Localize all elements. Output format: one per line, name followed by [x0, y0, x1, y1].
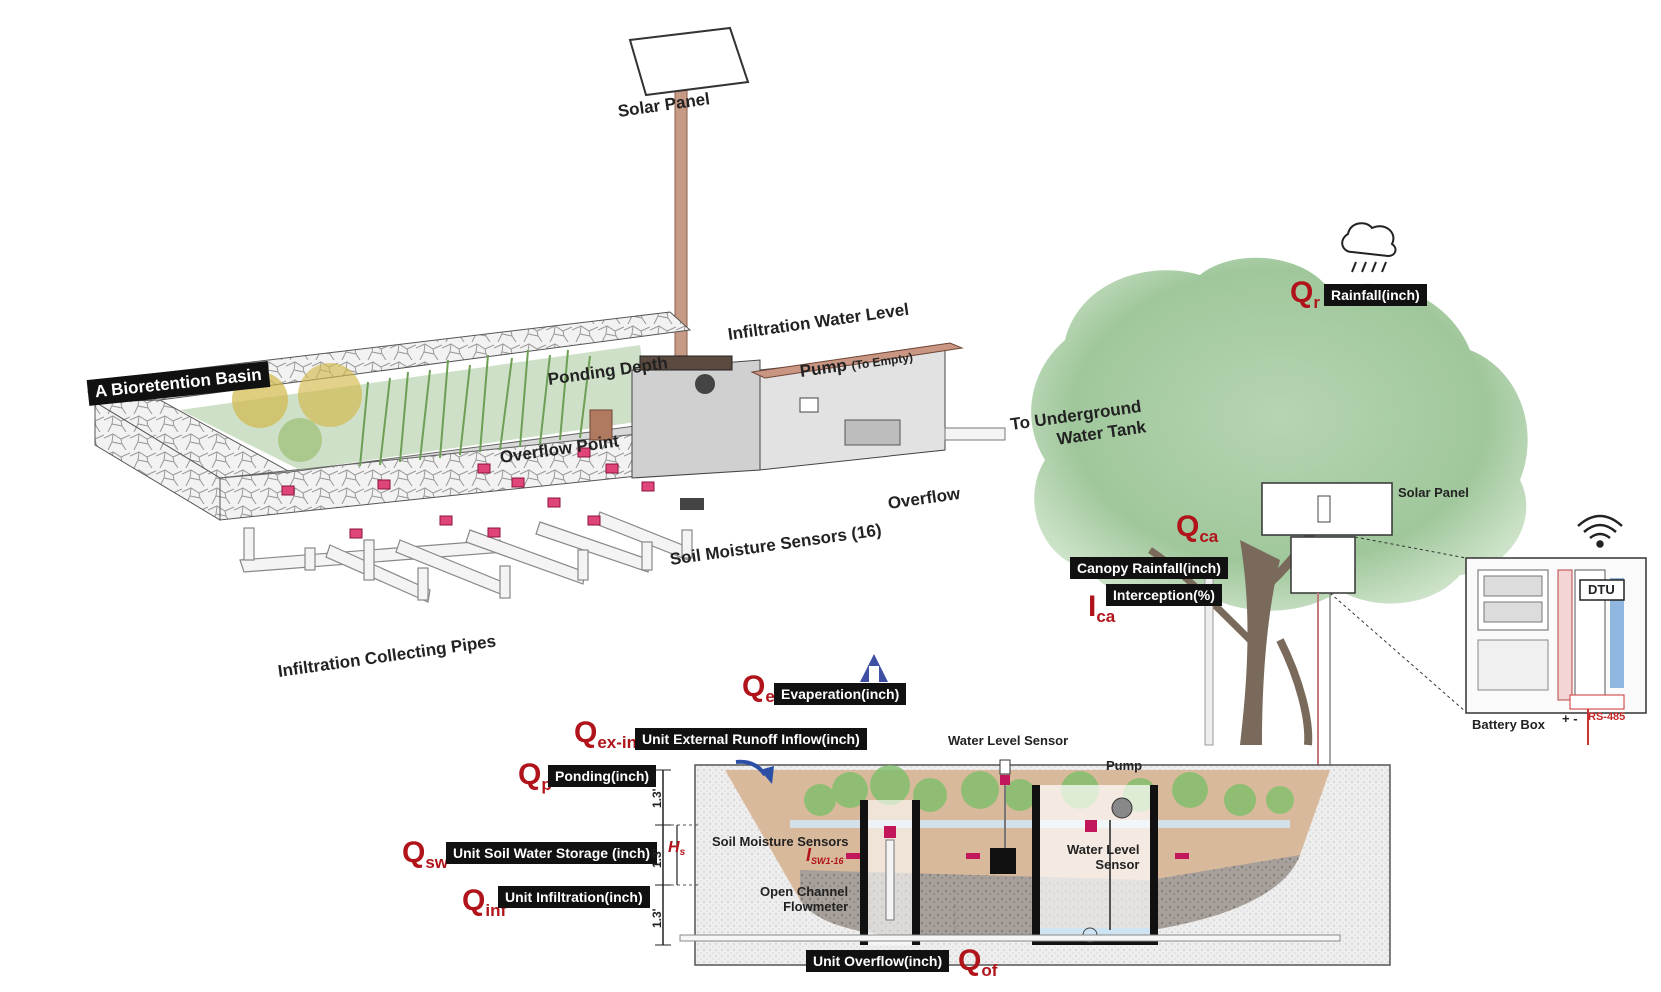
water-level-line1: Water Level	[1067, 842, 1140, 857]
ponding-tag: Ponding(inch)	[548, 765, 657, 787]
external-runoff-tag: Unit External Runoff Inflow(inch)	[635, 728, 867, 750]
q-of-sub: of	[981, 961, 998, 980]
q-rain: Qr	[1290, 276, 1320, 312]
open-channel-line1: Open Channel	[760, 884, 849, 899]
q-canopy-symbol: Q	[1176, 510, 1200, 543]
q-sw-symbol: Q	[402, 836, 426, 869]
q-exin: Qex-in	[574, 716, 638, 752]
q-exin-sub: ex-in	[597, 733, 638, 752]
dtu-label: DTU	[1588, 582, 1615, 597]
water-level-sensor-label: Water Level Sensor	[1067, 842, 1140, 872]
rainfall-tag: Rainfall(inch)	[1324, 284, 1427, 306]
q-evap-sub: e	[765, 687, 775, 706]
tree	[1031, 257, 1528, 830]
depth-label-1: 1.3'	[650, 788, 664, 808]
curved-arrow-icon	[735, 759, 774, 784]
q-rain-symbol: Q	[1290, 276, 1314, 309]
up-arrow-icon	[860, 654, 888, 684]
q-rain-sub: r	[1313, 293, 1320, 312]
q-sw: Qsw	[402, 836, 449, 872]
q-pond-symbol: Q	[518, 758, 542, 791]
open-channel-line2: Flowmeter	[783, 899, 849, 914]
wifi-icon	[1577, 514, 1623, 548]
q-inf-symbol: Q	[462, 884, 486, 917]
interception-tag: Interception(%)	[1106, 584, 1222, 606]
water-level-sensor-top-label: Water Level Sensor	[948, 733, 1069, 748]
canopy-rainfall-tag: Canopy Rainfall(inch)	[1070, 557, 1228, 579]
i-sw: ISW1-16	[806, 846, 844, 866]
q-exin-symbol: Q	[574, 716, 598, 749]
polarity-label: + -	[1562, 711, 1578, 726]
evaporation-tag: Evaperation(inch)	[774, 683, 907, 705]
q-pond: Qp	[518, 758, 552, 794]
i-sw-sub: SW1-16	[811, 856, 844, 866]
infiltration-tag: Unit Infiltration(inch)	[498, 886, 650, 908]
solar-panel-top	[628, 26, 750, 97]
open-channel-label: Open Channel Flowmeter	[760, 884, 848, 914]
q-evap-symbol: Q	[742, 670, 766, 703]
tree-solar-panel-label: Solar Panel	[1398, 485, 1469, 500]
depth-label-2: 1.3'	[650, 848, 664, 868]
section-soil-moisture-label: Soil Moisture Sensors	[712, 834, 849, 849]
q-canopy: Qca	[1176, 510, 1219, 546]
q-sw-sub: sw	[425, 853, 449, 872]
i-canopy: Ica	[1088, 590, 1116, 626]
unit-overflow-tag: Unit Overflow(inch)	[806, 950, 950, 972]
i-sw-symbol: I	[806, 845, 812, 865]
section-pump-label: Pump	[1106, 758, 1143, 773]
q-canopy-sub: ca	[1199, 527, 1219, 546]
rs485-label: RS-485	[1588, 711, 1626, 723]
water-level-line2: Sensor	[1095, 857, 1140, 872]
depth-label-3: 1.3'	[650, 908, 664, 928]
hs-sub: s	[679, 847, 686, 858]
hs-symbol: H	[668, 839, 680, 856]
q-of-symbol: Q	[958, 944, 982, 977]
battery-box-label: Battery Box	[1472, 717, 1545, 732]
cross-section	[655, 759, 1391, 966]
bioretention-basin-3d	[87, 26, 1006, 603]
i-canopy-sub: ca	[1096, 607, 1116, 626]
q-evap: Qe	[742, 670, 775, 706]
battery-box	[1465, 557, 1647, 745]
q-of: Qof	[958, 944, 998, 980]
q-pond-sub: p	[541, 775, 552, 794]
hs-label: Hs	[668, 840, 685, 858]
i-canopy-symbol: I	[1088, 590, 1097, 623]
rain-cloud-icon	[1341, 222, 1397, 273]
soil-water-storage-tag: Unit Soil Water Storage (inch)	[446, 842, 658, 864]
